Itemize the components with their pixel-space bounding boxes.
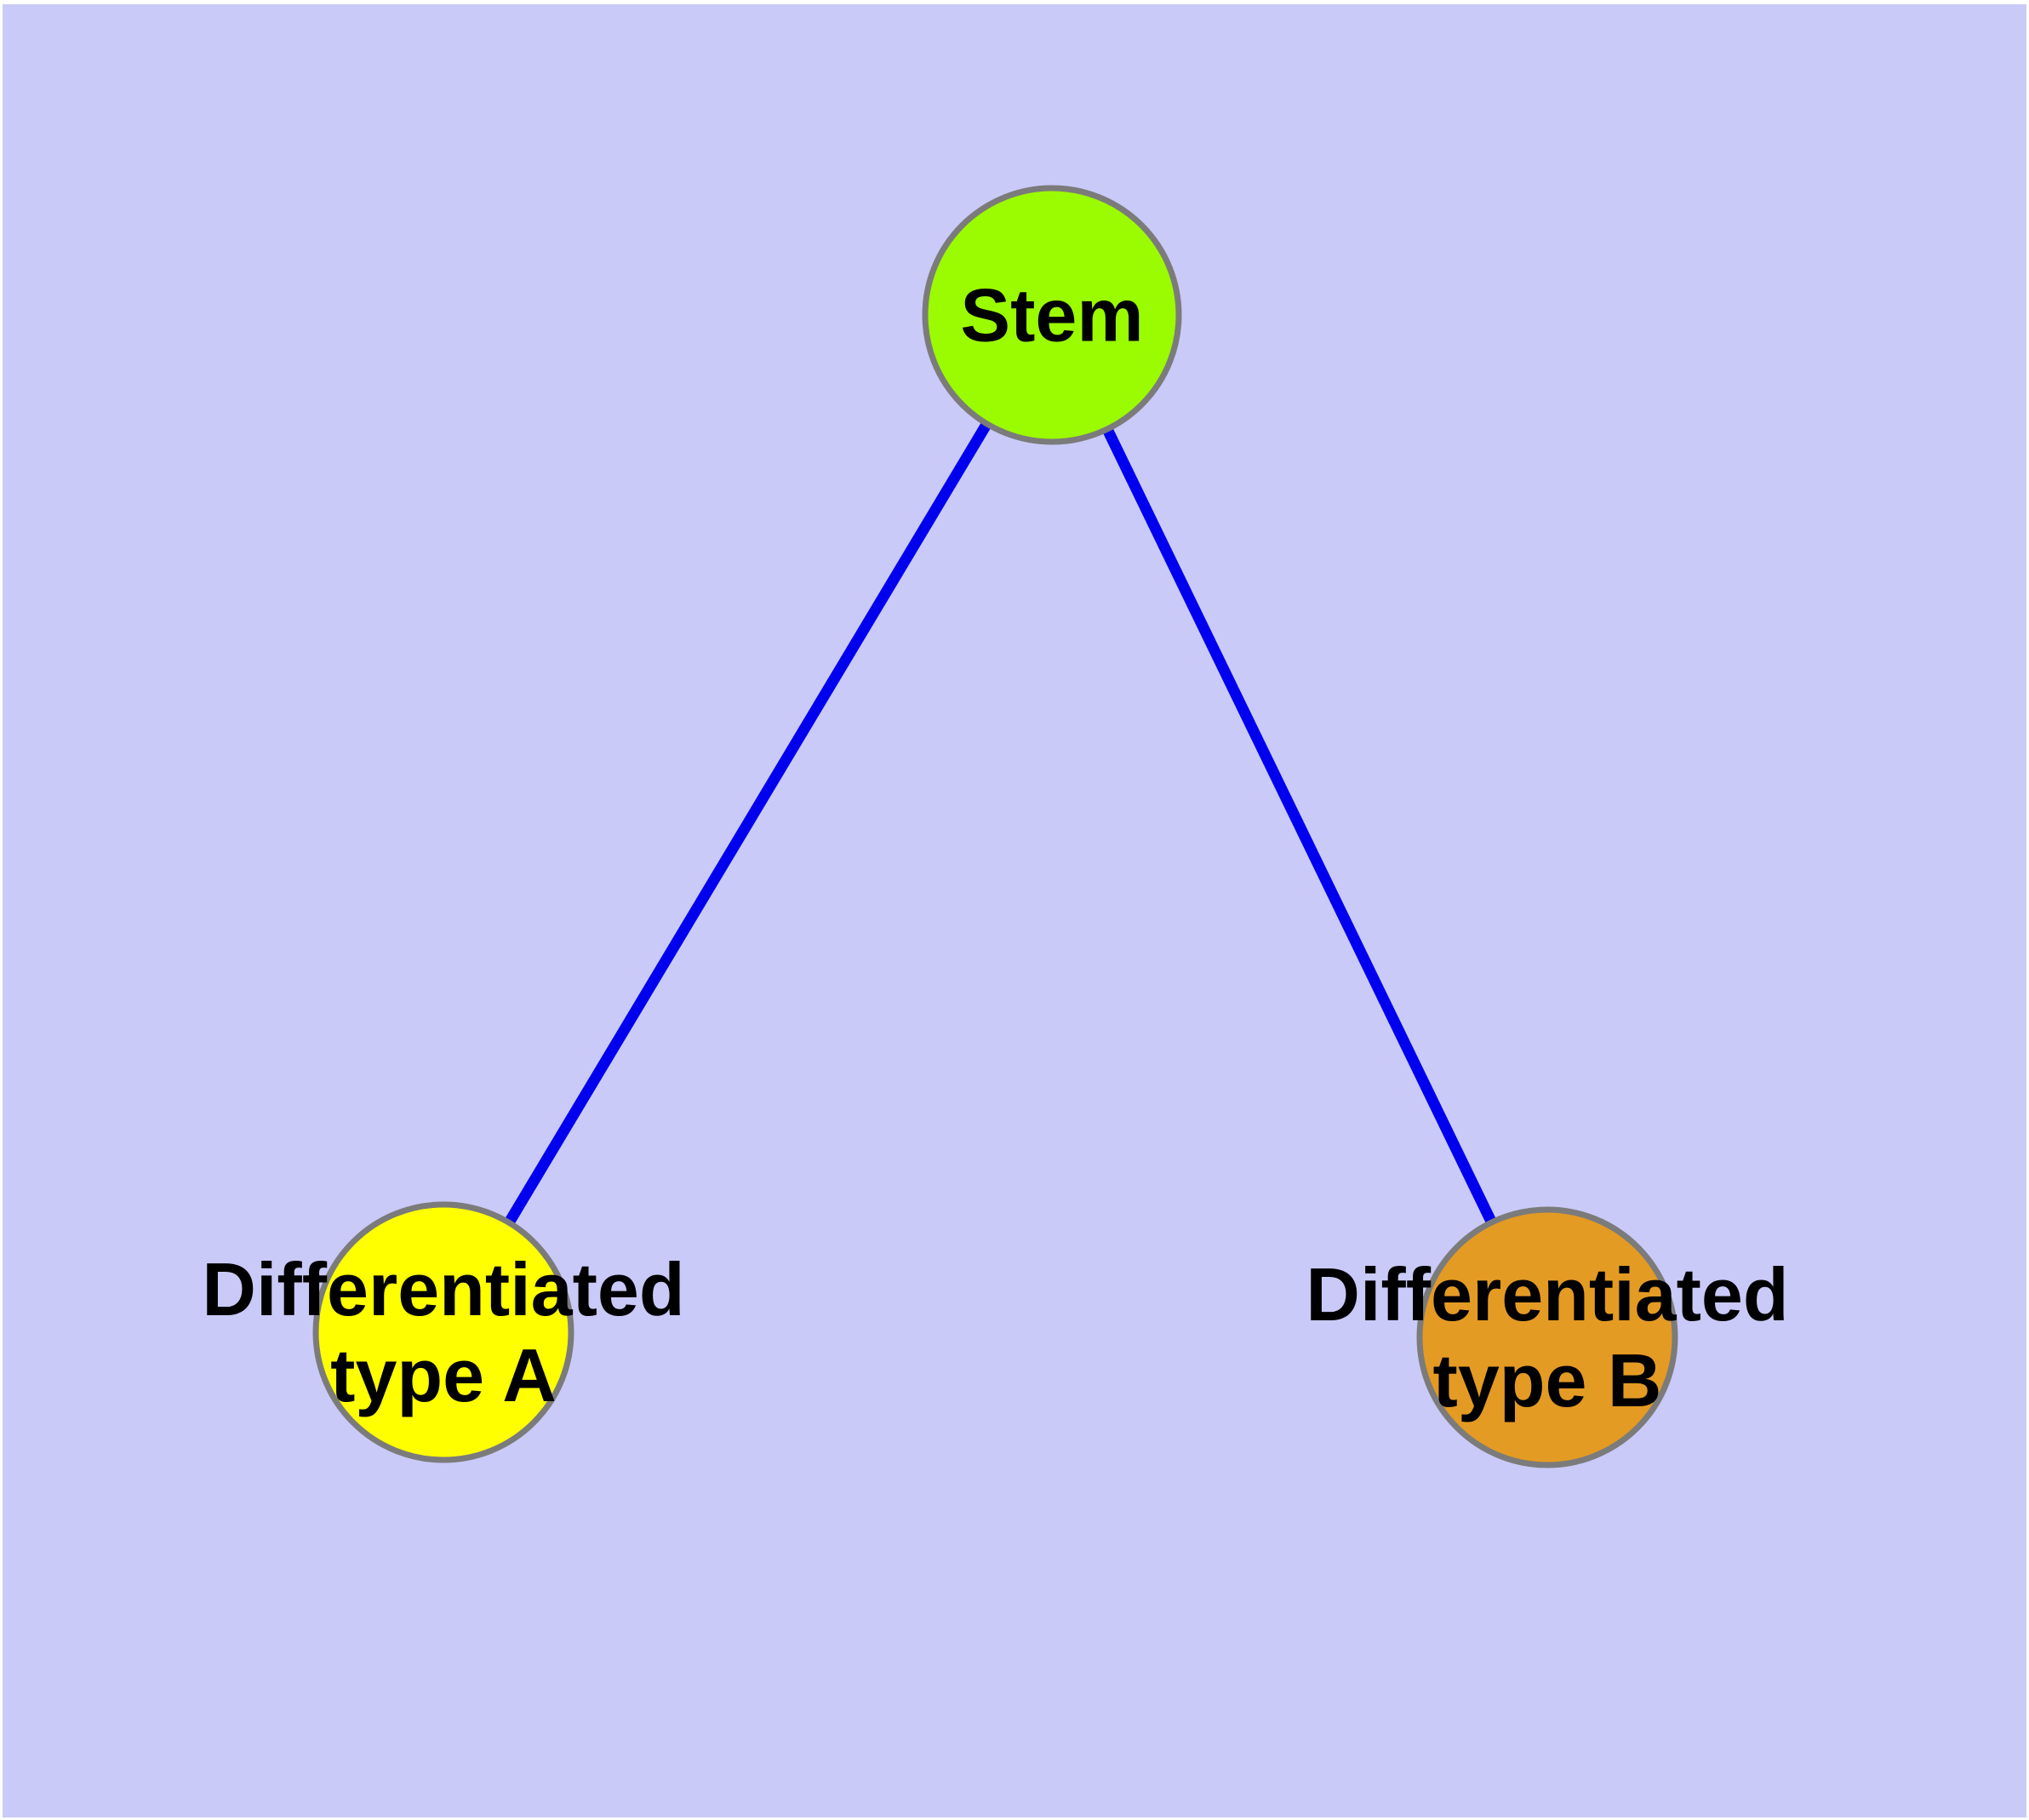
node-stem-circle	[922, 185, 1182, 445]
edge-stem-to-type-b	[1047, 312, 1552, 1340]
edge-stem-to-type-a	[438, 312, 1057, 1336]
node-differentiated-type-a-circle	[312, 1201, 574, 1463]
node-differentiated-type-b-circle	[1416, 1206, 1678, 1468]
